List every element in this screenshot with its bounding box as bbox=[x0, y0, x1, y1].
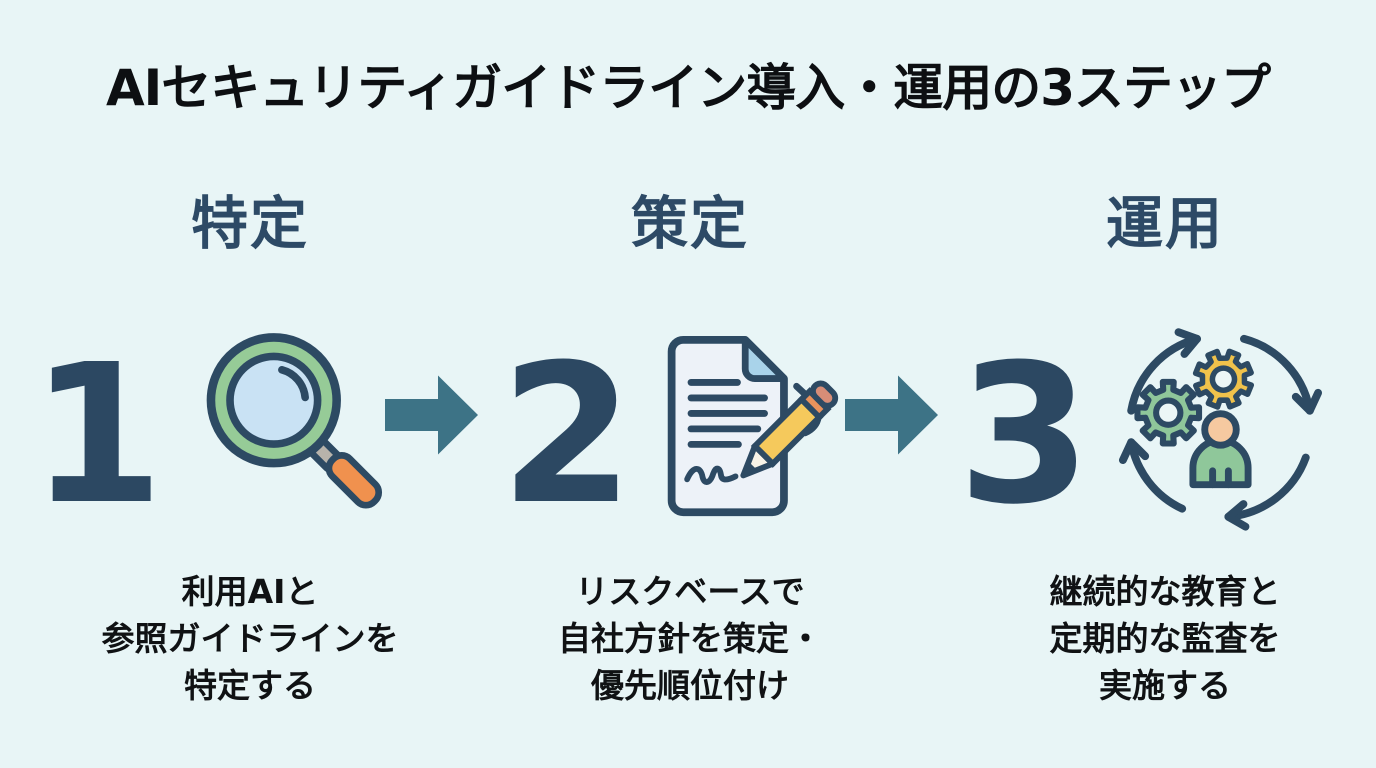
cycle-gears-person-icon bbox=[1117, 310, 1324, 542]
step-3-description: 継続的な教育と 定期的な監査を 実施する bbox=[1049, 572, 1281, 705]
document-pen-icon bbox=[660, 332, 844, 521]
step-3-column: 運用 3 bbox=[958, 178, 1360, 710]
step-2-header: 策定 bbox=[631, 191, 749, 257]
page-title: AIセキュリティガイドライン導入・運用の3ステップ bbox=[105, 59, 1271, 117]
step-1-column: 特定 1 利用AIと 参照ガイドラインを 特定する bbox=[30, 178, 445, 710]
step-2-description: リスクベースで 自社方針を策定・ 優先順位付け bbox=[558, 572, 822, 705]
magnifier-search-icon bbox=[190, 326, 390, 526]
step-1-number: 1 bbox=[30, 324, 164, 548]
step-1-description: 利用AIと 参照ガイドラインを 特定する bbox=[101, 572, 399, 705]
step-3-icon-row: 3 bbox=[946, 315, 1336, 537]
step-1-icon-row: 1 bbox=[15, 315, 405, 537]
step-1-header: 特定 bbox=[191, 191, 309, 257]
step-3-header: 運用 bbox=[1106, 191, 1224, 257]
step-2-icon-row: 2 bbox=[477, 315, 867, 537]
step-2-column: 策定 2 bbox=[495, 178, 885, 710]
step-2-number: 2 bbox=[500, 324, 634, 548]
step-3-number: 3 bbox=[957, 324, 1092, 548]
